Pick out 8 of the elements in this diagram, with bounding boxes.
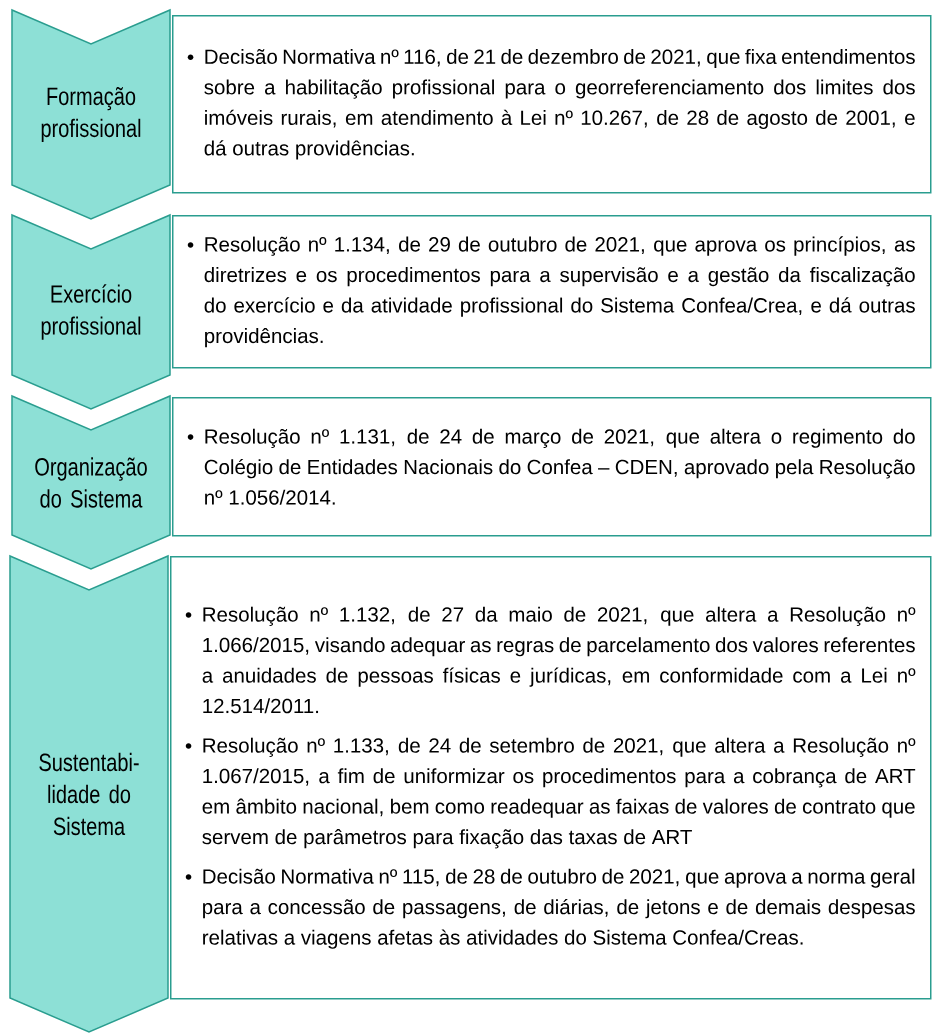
text-box: Decisão Normativa nº 116, de 21 de dezembro de 2021, que fixa entendimentos sobre a habilitação profissional para o georreferenciamento dos limites dos imóveis rurais, em atendimento à Lei nº 10.267, de 28 de agosto de 2001, e dá outras providências. bbox=[172, 15, 932, 194]
text-box: Resolução nº 1.132, de 27 da maio de 2021, que altera a Resolução nº 1.066/2015, visando adequar as regras de parcelamento dos valores referentes a anuidades de pessoas físicas e jurídicas, em conformidade com a Lei nº 12.514/2011. Resolução nº 1.133, de 24 de setembro de 2021, que altera a Resolução nº 1.067/2015, a fim de uniformizar os procedimentos para a cobrança de ART em âmbito nacional, bem como readequar as faixas de valores de contrato que servem de parâmetros para fixação das taxas de ART Decisão Normativa nº 115, de 28 de outubro de 2021, que aprova a norma geral para a concessão de passagens, de diárias, de jetons e de demais despesas relativas a viagens afetas às atividades do Sistema Confea/Creas. bbox=[170, 556, 932, 1000]
text-box: Resolução nº 1.131, de 24 de março de 2021, que altera o regimento do Colégio de Entidades Nacionais do Confea – CDEN, aprovado pela Resolução nº 1.056/2014. bbox=[172, 397, 932, 537]
heading-band: Exercício profissional bbox=[11, 213, 171, 410]
heading-band: Formação profissional bbox=[11, 8, 171, 220]
heading-band: Organização do Sistema bbox=[11, 394, 171, 570]
heading-band: Sustentabi-lidade do Sistema bbox=[9, 554, 169, 1033]
text-box: Resolução nº 1.134, de 29 de outubro de 2021, que aprova os princípios, as diretrizes e os procedimentos para a supervisão e a gestão da fiscalização do exercício e da atividade profissional do Sistema Confea/Crea, e dá outras providências. bbox=[172, 215, 932, 369]
